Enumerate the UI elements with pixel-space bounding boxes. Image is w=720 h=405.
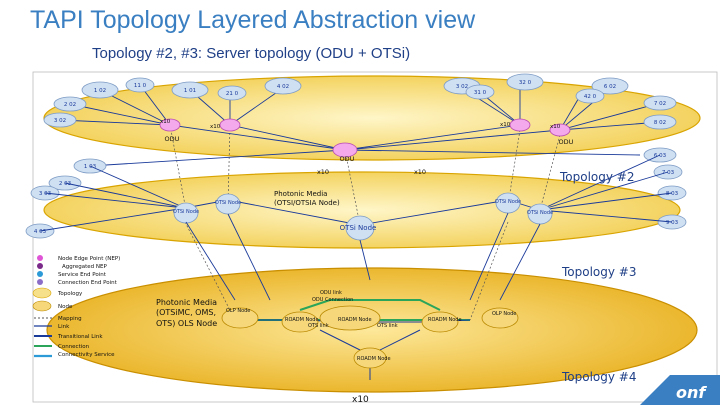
- legend-label: Connection: [58, 344, 90, 350]
- node-ellipse-icon: [32, 300, 52, 312]
- roadm-node-left: ROADM Node: [285, 317, 319, 323]
- odu-label-left: ODU: [165, 135, 180, 143]
- top-node-label: 42 0: [584, 94, 597, 100]
- legend-label: Connection End Point: [58, 280, 118, 286]
- photonic-media-otsi-text: Photonic Media (OTSI/OTSIA Node): [274, 190, 340, 207]
- olp-node-right: OLP Node: [492, 311, 516, 317]
- top-node-label: 6 02: [604, 84, 616, 90]
- side-label: 4 03: [34, 229, 47, 235]
- x10-label: x10: [500, 122, 511, 128]
- side-label: 2 02: [64, 102, 76, 108]
- x10-label: x10: [317, 168, 329, 176]
- legend-label: Service End Point: [58, 272, 107, 278]
- otsi-nodes: [173, 192, 553, 241]
- topology-ellipse-icon: [32, 287, 52, 299]
- page-title: TAPI Topology Layered Abstraction view: [30, 6, 476, 34]
- legend-label: Aggregated NEP: [62, 264, 107, 270]
- top-node-label: 31 0: [474, 90, 487, 96]
- side-label: 3 03: [39, 191, 52, 197]
- odu-connection-label: ODU Connection: [312, 297, 353, 303]
- top-node-label: 32 0: [519, 80, 532, 86]
- ots-link-right: OTS link: [377, 323, 398, 329]
- page-subtitle: Topology #2, #3: Server topology (ODU + …: [92, 45, 411, 62]
- top-node-label: 4 02: [277, 84, 289, 90]
- roadm-node-center: ROADM Node: [338, 317, 372, 323]
- side-label: 7 03: [662, 170, 675, 176]
- sep-icon: [37, 271, 43, 277]
- topology-3-mapping: [185, 212, 541, 301]
- side-label: 6 03: [654, 153, 667, 159]
- legend-label: Connectivity Service: [58, 352, 115, 358]
- aggregated-nep-icon: [37, 263, 43, 269]
- x10-label: x10: [210, 124, 221, 130]
- top-node-label: 21 0: [226, 91, 239, 97]
- legend: [32, 255, 52, 358]
- otsi-node-label: OTSi Node: [215, 200, 241, 206]
- ots-link-left: OTS link: [308, 323, 329, 329]
- side-label: 8 02: [654, 120, 666, 126]
- side-label: 8 03: [666, 191, 679, 197]
- ols-nodes: [221, 305, 519, 369]
- top-node-label: 1 02: [94, 88, 106, 94]
- side-label: 3 02: [54, 118, 66, 124]
- odu-link-label: ODU link: [320, 290, 342, 296]
- otsi-node-label: OTSi Node: [527, 210, 553, 216]
- side-nodes: [25, 95, 687, 239]
- top-node-label: 1 01: [184, 88, 196, 94]
- topology-2-label: Topology #2: [559, 170, 635, 184]
- legend-label: Transitional Link: [57, 334, 103, 340]
- x10-label: x10: [414, 168, 426, 176]
- odu-label-center: ODU: [340, 155, 355, 163]
- olp-node-left: OLP Node: [226, 308, 250, 314]
- legend-label: Link: [58, 324, 70, 330]
- side-label: 1 03: [84, 164, 97, 170]
- topology-4-label: Topology #4: [561, 370, 637, 384]
- x10-label: x10: [550, 124, 561, 130]
- top-nodes: [81, 73, 629, 104]
- photonic-media-ols-text: Photonic Media (OTSiMC, OMS, OTS) OLS No…: [156, 298, 217, 328]
- otsi-center-label: OTSi Node: [340, 224, 377, 232]
- x10-label: x10: [160, 119, 171, 125]
- legend-label: Node Edge Point (NEP): [58, 256, 120, 262]
- legend-label: Node: [58, 304, 73, 310]
- topology-3-label: Topology #3: [561, 265, 637, 279]
- roadm-node-right: ROADM Node: [428, 317, 462, 323]
- otsi-node-label: OTSi Node: [173, 209, 199, 215]
- side-label: 2 03: [59, 181, 72, 187]
- onf-logo: onf: [676, 383, 707, 402]
- odu-label-right: ODU: [559, 138, 574, 146]
- otsi-node-label: OTSi Node: [495, 199, 521, 205]
- side-label: 9 03: [666, 220, 679, 226]
- top-node-label: 3 02: [456, 84, 468, 90]
- mapping-lines: [169, 124, 561, 321]
- top-node-label: 11 0: [134, 83, 147, 89]
- legend-label: Topology: [57, 291, 83, 297]
- legend-label: Mapping: [58, 316, 82, 322]
- nep-dot-icon: [37, 255, 43, 261]
- topology-3-plane: [46, 267, 698, 393]
- cep-icon: [37, 279, 43, 285]
- roadm-node-bottom: ROADM Node: [357, 356, 391, 362]
- brand-band: [640, 375, 720, 405]
- odu-hub-nodes: [159, 118, 571, 158]
- odu-topology-plane: [43, 75, 701, 161]
- x10-bottom-label: x10: [352, 395, 369, 405]
- side-label: 7 02: [654, 101, 666, 107]
